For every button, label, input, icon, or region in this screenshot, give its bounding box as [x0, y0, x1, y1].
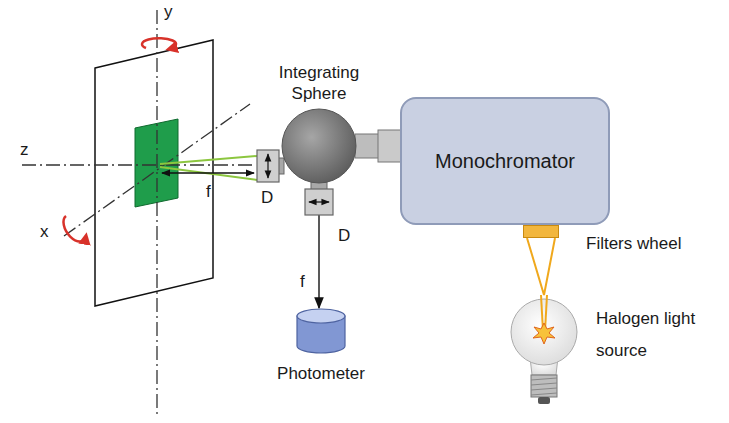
axis-label: x [40, 222, 49, 242]
node-label: Filters wheel [586, 234, 681, 254]
bulb-base [531, 375, 557, 397]
photometer-cylinder-shape [296, 308, 346, 354]
screw-thread [531, 393, 557, 395]
node-label: Integrating Sphere [264, 63, 374, 104]
lens-holder [257, 150, 279, 182]
light-ray [160, 167, 257, 180]
cylinder-top [297, 309, 345, 323]
port-coupler [355, 134, 379, 158]
light-beam [527, 238, 555, 295]
aperture-label: D [338, 226, 350, 246]
halogen-bulb: Halogen light source [508, 295, 580, 407]
node-label: Monochromator [435, 149, 575, 173]
axis-label: z [20, 140, 29, 160]
rotation-arrow [142, 38, 176, 49]
aperture-label: D [261, 188, 273, 208]
bulb-tip [538, 397, 550, 404]
bulb-glass [511, 299, 577, 365]
light-ray [160, 156, 257, 164]
integrating-sphere-shape [281, 108, 357, 184]
axis-label: y [164, 2, 173, 22]
port-coupler [378, 130, 402, 162]
focal-length-label: f [206, 182, 211, 202]
halogen-bulb-shape [508, 295, 580, 407]
z-axis [22, 164, 255, 165]
filament [533, 323, 555, 344]
rotation-arrow [63, 216, 86, 241]
node-label: Halogen light source [596, 303, 714, 368]
focal-length-label: f [300, 272, 305, 292]
y-axis [156, 10, 157, 415]
monochromator-box: Monochromator [400, 97, 610, 225]
lens-symbol [267, 154, 268, 178]
x-axis [64, 104, 250, 236]
distance-arrow [162, 172, 254, 173]
sphere-body [282, 109, 356, 183]
lens-symbol [309, 201, 329, 202]
filter-wheel: Filters wheel [523, 225, 559, 238]
screw-thread [531, 383, 557, 385]
integrating-sphere: Integrating Sphere [281, 108, 357, 184]
lens-holder [305, 189, 333, 215]
screw-thread [531, 378, 557, 380]
photometer-cylinder: Photometer [296, 308, 346, 354]
node-label: Photometer [277, 364, 365, 384]
screw-thread [531, 388, 557, 390]
